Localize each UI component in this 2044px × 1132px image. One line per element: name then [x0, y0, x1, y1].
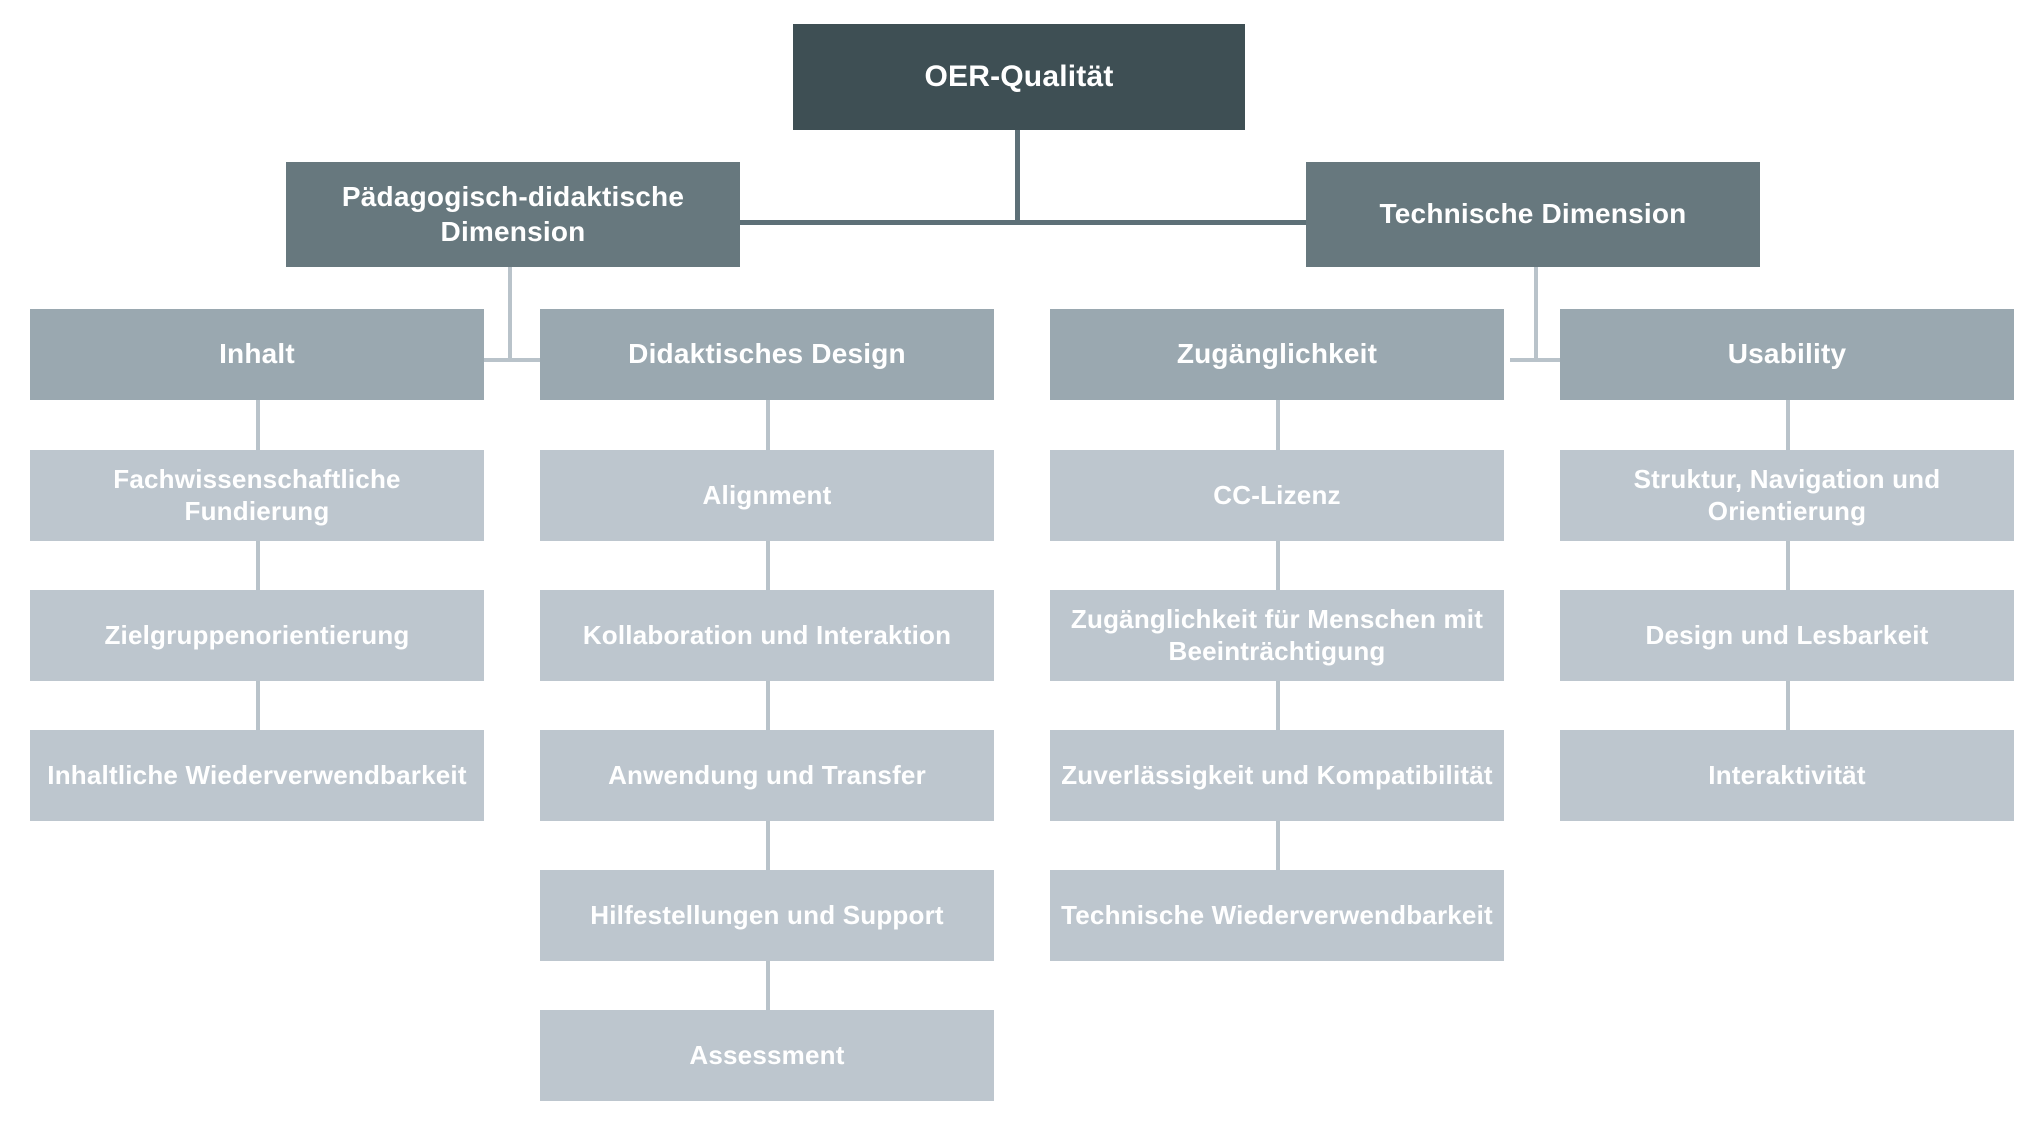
node-root-oer-qualitaet[interactable]: OER-Qualität — [793, 24, 1245, 130]
node-criterion-fachwissenschaftliche-fundierung[interactable]: Fachwissenschaftliche Fundierung — [30, 450, 484, 541]
node-label: Inhalt — [219, 338, 295, 370]
node-criterion-anwendung-und-transfer[interactable]: Anwendung und Transfer — [540, 730, 994, 821]
node-label: Assessment — [689, 1039, 845, 1070]
node-label: Anwendung und Transfer — [608, 759, 926, 790]
node-criterion-design-und-lesbarkeit[interactable]: Design und Lesbarkeit — [1560, 590, 2014, 681]
connector-didaktisches-chain — [766, 400, 770, 1020]
connector-inhalt-chain — [256, 400, 260, 730]
node-label: Struktur, Navigation und Orientierung — [1633, 463, 1941, 526]
connector-root-stem — [1015, 130, 1020, 224]
node-label: Zuverlässigkeit und Kompatibilität — [1061, 759, 1493, 790]
node-criterion-assessment[interactable]: Assessment — [540, 1010, 994, 1101]
node-category-inhalt[interactable]: Inhalt — [30, 309, 484, 400]
connector-usability-chain — [1786, 400, 1790, 730]
connector-paedagogisch-bar — [484, 358, 546, 362]
node-dimension-technische[interactable]: Technische Dimension — [1306, 162, 1760, 267]
node-category-zugaenglichkeit[interactable]: Zugänglichkeit — [1050, 309, 1504, 400]
node-label: Interaktivität — [1708, 759, 1866, 790]
node-label: Fachwissenschaftliche Fundierung — [113, 463, 401, 526]
node-label: Usability — [1727, 338, 1847, 370]
node-criterion-inhaltliche-wiederverwendbarkeit[interactable]: Inhaltliche Wiederverwendbarkeit — [30, 730, 484, 821]
node-label: Hilfestellungen und Support — [590, 899, 944, 930]
node-label: Zielgruppenorientierung — [104, 619, 410, 650]
node-criterion-zuverlaessigkeit-und-kompatibilitaet[interactable]: Zuverlässigkeit und Kompatibilität — [1050, 730, 1504, 821]
node-criterion-zielgruppenorientierung[interactable]: Zielgruppenorientierung — [30, 590, 484, 681]
node-criterion-alignment[interactable]: Alignment — [540, 450, 994, 541]
node-criterion-interaktivitaet[interactable]: Interaktivität — [1560, 730, 2014, 821]
node-dimension-paedagogisch-didaktische[interactable]: Pädagogisch-didaktische Dimension — [286, 162, 740, 267]
node-label: Inhaltliche Wiederverwendbarkeit — [47, 759, 467, 790]
node-label: Alignment — [702, 479, 832, 510]
node-criterion-technische-wiederverwendbarkeit[interactable]: Technische Wiederverwendbarkeit — [1050, 870, 1504, 961]
connector-technische-bar — [1510, 358, 1572, 362]
node-criterion-zugaenglichkeit-fuer-menschen-mit-beeintraechtigung[interactable]: Zugänglichkeit für Menschen mit Beeinträ… — [1050, 590, 1504, 681]
connector-dimension-spine — [740, 220, 1330, 225]
node-category-didaktisches-design[interactable]: Didaktisches Design — [540, 309, 994, 400]
node-label: Design und Lesbarkeit — [1645, 619, 1929, 650]
node-category-usability[interactable]: Usability — [1560, 309, 2014, 400]
node-label: OER-Qualität — [924, 59, 1114, 93]
node-label: Didaktisches Design — [628, 338, 906, 370]
node-label: CC-Lizenz — [1213, 479, 1341, 510]
connector-paedagogisch-drop — [508, 267, 512, 362]
node-label: Zugänglichkeit für Menschen mit Beeinträ… — [1070, 603, 1484, 666]
node-criterion-struktur-navigation-und-orientierung[interactable]: Struktur, Navigation und Orientierung — [1560, 450, 2014, 541]
node-label: Pädagogisch-didaktische Dimension — [341, 181, 685, 247]
node-criterion-hilfestellungen-und-support[interactable]: Hilfestellungen und Support — [540, 870, 994, 961]
node-label: Zugänglichkeit — [1176, 338, 1378, 370]
node-criterion-kollaboration-und-interaktion[interactable]: Kollaboration und Interaktion — [540, 590, 994, 681]
node-criterion-cc-lizenz[interactable]: CC-Lizenz — [1050, 450, 1504, 541]
connector-technische-drop — [1534, 267, 1538, 362]
node-label: Technische Wiederverwendbarkeit — [1061, 899, 1493, 930]
node-label: Technische Dimension — [1379, 198, 1687, 230]
node-label: Kollaboration und Interaktion — [582, 619, 952, 650]
